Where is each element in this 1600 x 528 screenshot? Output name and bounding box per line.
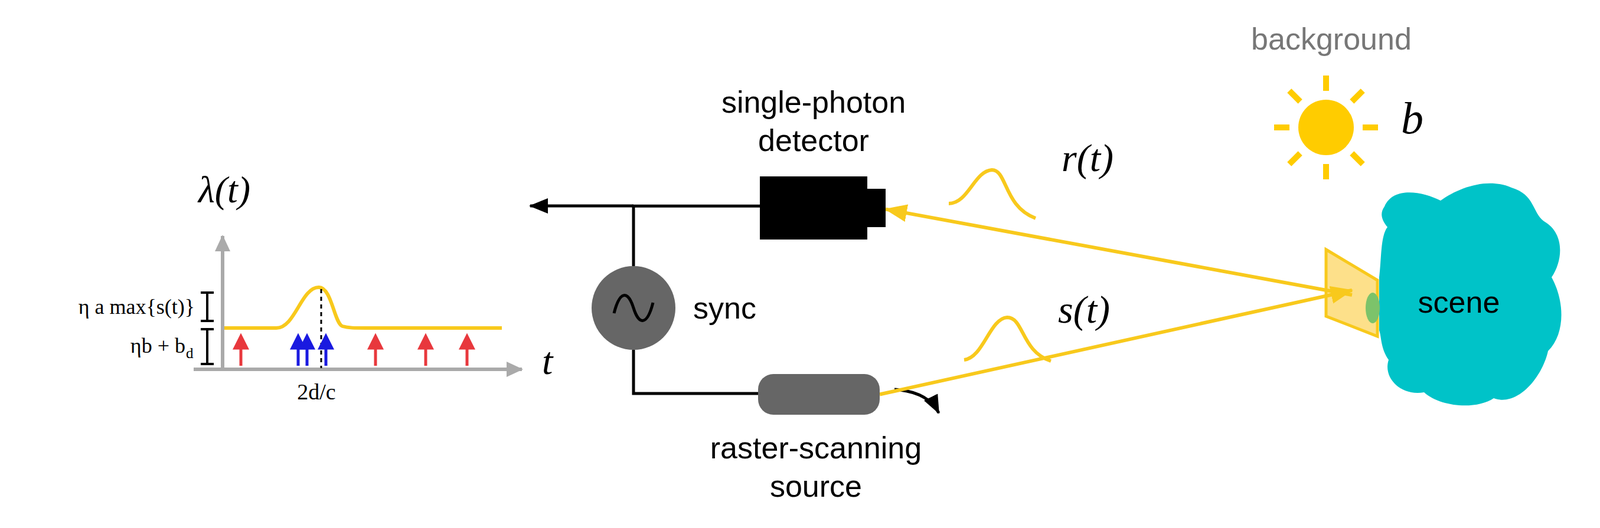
light-ray [885, 209, 1353, 296]
flux-label: b [1401, 95, 1424, 141]
background-level-label: ηb + b [130, 335, 186, 357]
detector-lens [866, 188, 886, 228]
node-label: raster-scanning source [686, 429, 946, 506]
sun-symbol [1274, 75, 1379, 180]
detector-body [759, 176, 868, 240]
lit-spot [1365, 292, 1380, 324]
peak-marker [320, 289, 323, 369]
background-label: background [1251, 23, 1412, 55]
amplitude-label: η a max{s(t)} [78, 296, 195, 318]
sync-circle: sync [591, 266, 676, 351]
signal-label: s(t) [1058, 290, 1110, 330]
sync-wire [633, 206, 760, 267]
plot-axes [193, 236, 522, 370]
signal-label: r(t) [1061, 138, 1114, 178]
sine-wave [614, 295, 653, 322]
source-box: raster-scanning source [758, 374, 880, 416]
sine-symbol [591, 266, 676, 351]
axis-label: λ(t) [198, 171, 251, 210]
emitted-pulse [964, 317, 1051, 362]
scene-blob: scene [1352, 177, 1566, 414]
subscript-label: d [185, 345, 194, 361]
axis-label: t [541, 341, 553, 381]
photon-arrows [234, 336, 473, 367]
light-ray [879, 290, 1353, 395]
detector-symbol [759, 176, 886, 240]
node-label: single-photon detector [689, 83, 938, 160]
sync-wire [633, 350, 759, 394]
returned-pulse [948, 170, 1036, 219]
intensity-curve [224, 287, 502, 329]
node-label: sync [693, 289, 757, 328]
node-label: scene [1352, 283, 1566, 322]
time-of-flight-label: 2d/c [296, 380, 336, 404]
scan-arrow [894, 389, 939, 414]
detector-box: single-photon detector [759, 176, 886, 240]
brackets [200, 292, 214, 365]
output-wire [530, 204, 634, 208]
